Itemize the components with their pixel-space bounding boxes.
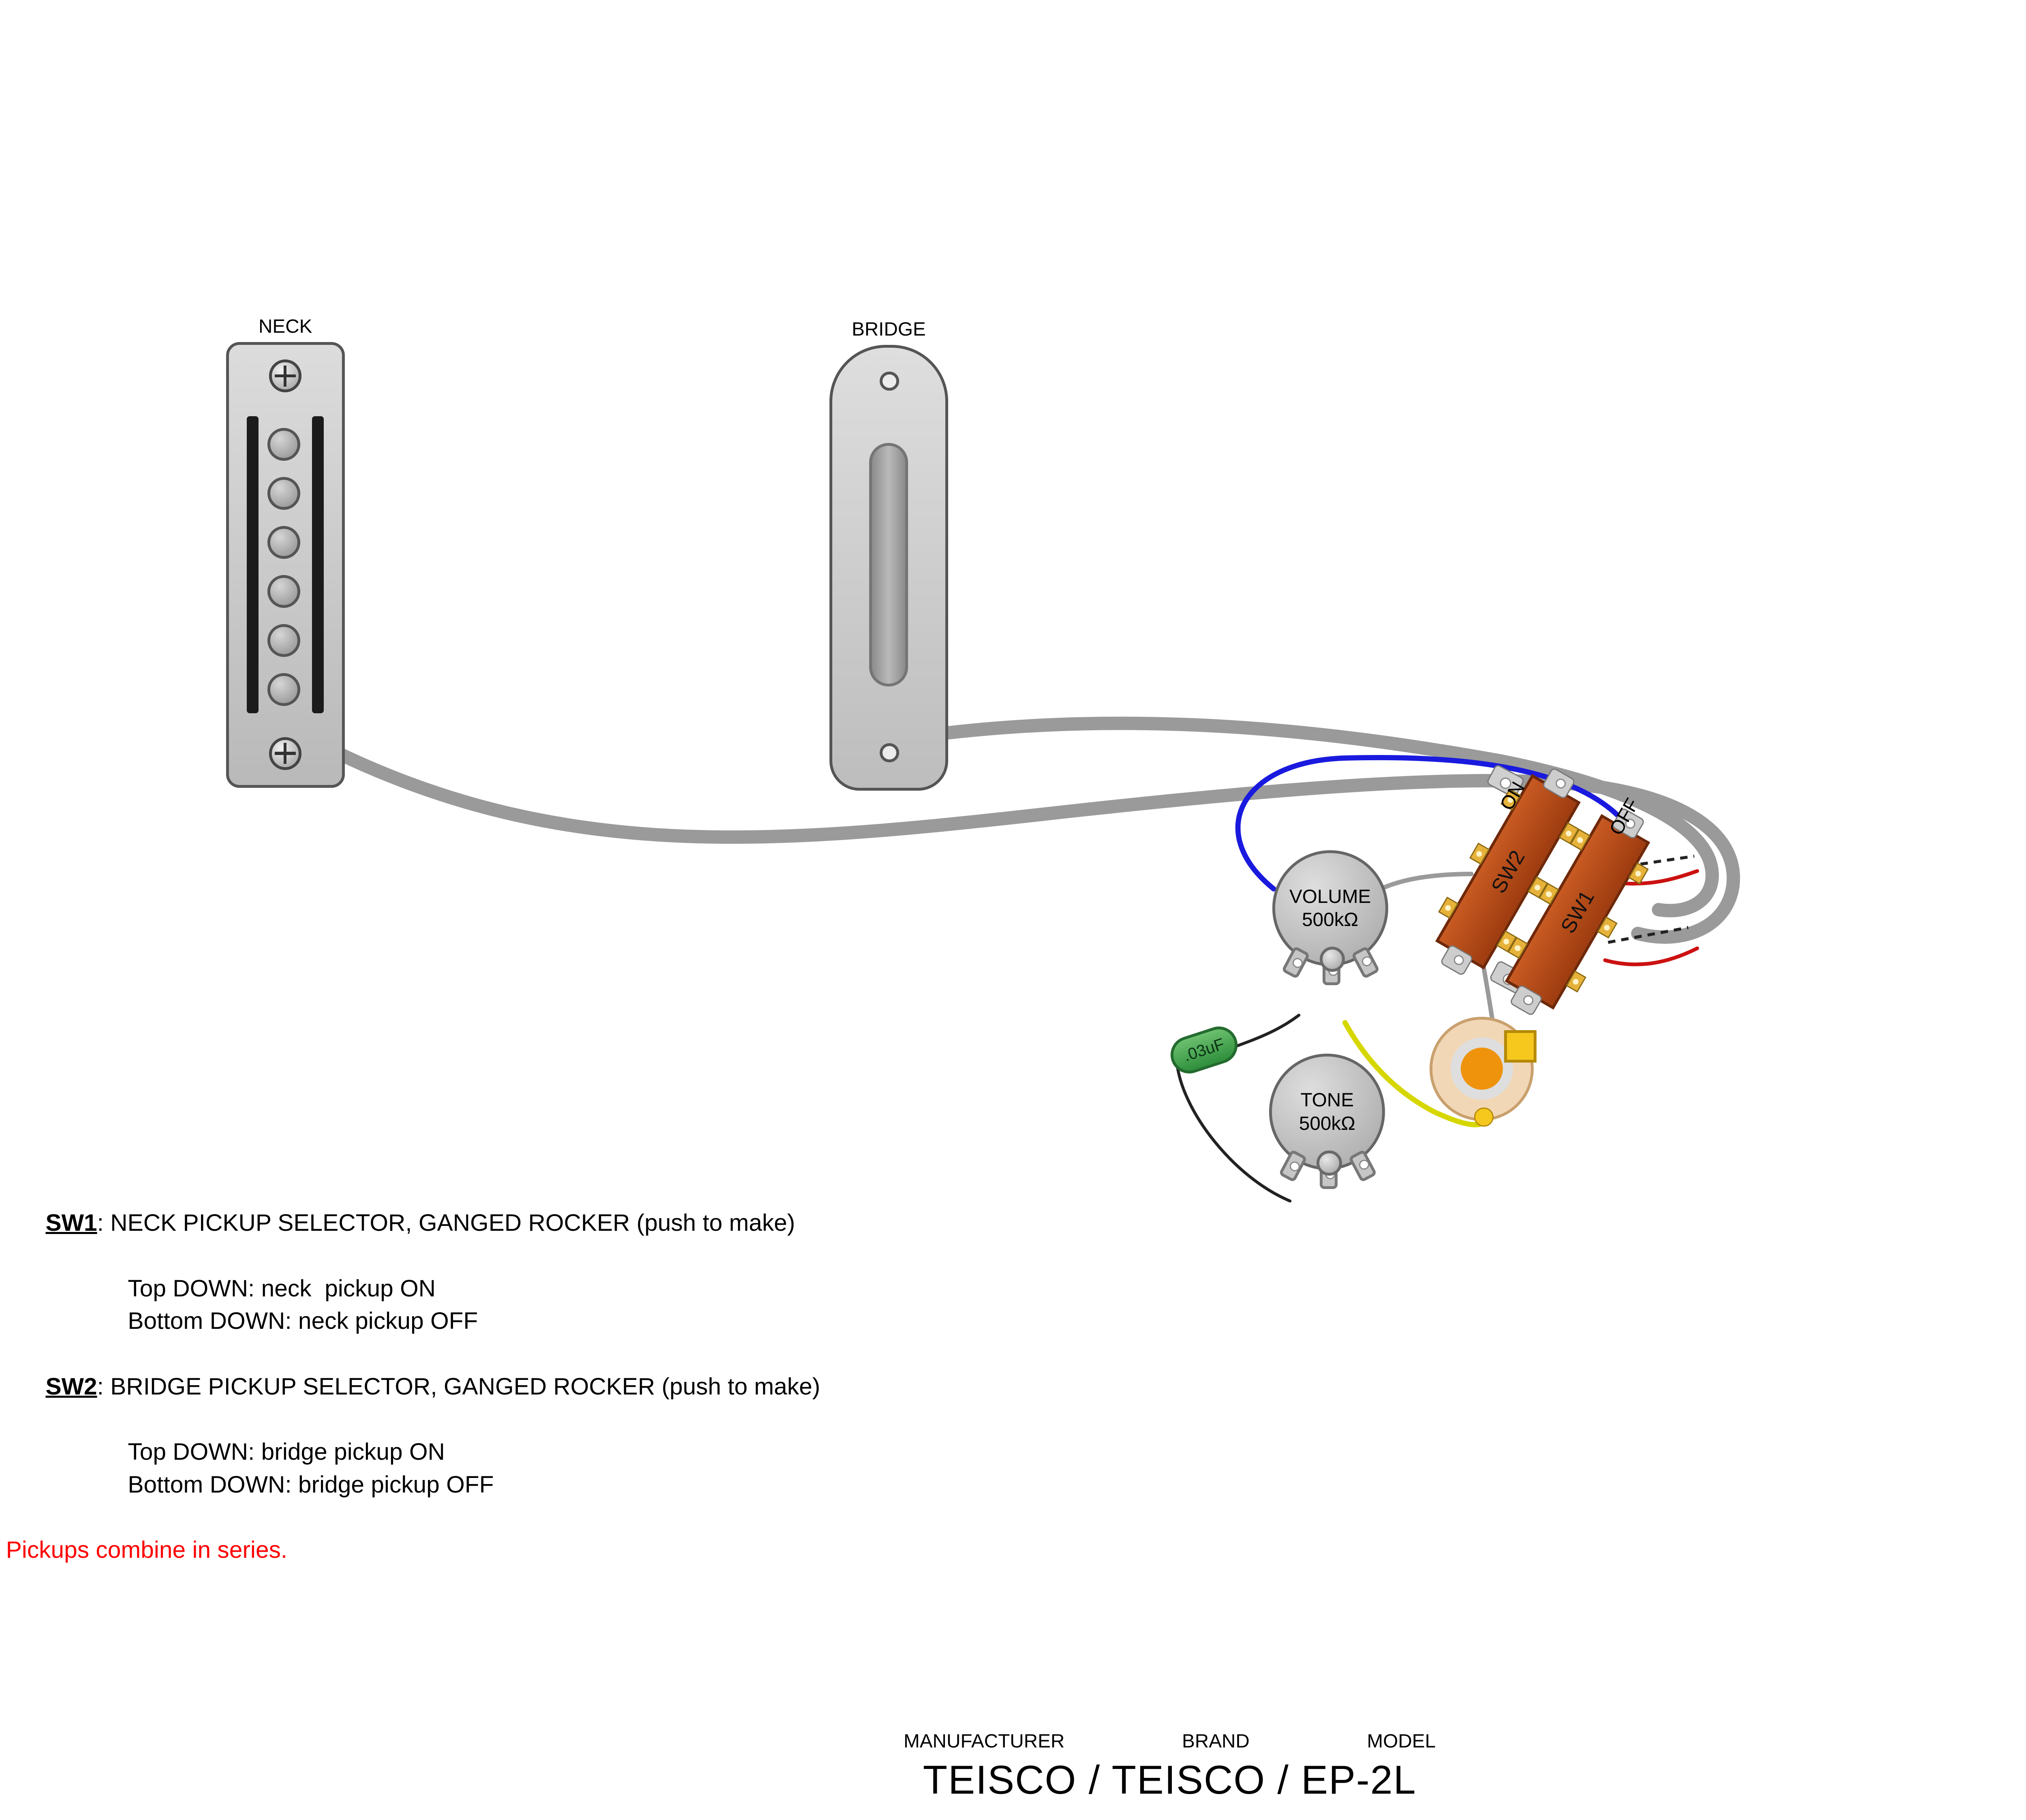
manufacturer-label: MANUFACTURER [904, 1730, 1065, 1752]
volume-pot[interactable]: VOLUME 500kΩ [1272, 850, 1388, 986]
bridge-cable-wire [941, 716, 1719, 917]
sw1-note-sub1: Top DOWN: neck pickup ON [128, 1275, 436, 1302]
model-label: MODEL [1367, 1730, 1436, 1752]
jack-lug [1504, 1030, 1537, 1063]
tone-pot-value: 500kΩ [1299, 1112, 1355, 1134]
switch-endplate [1541, 767, 1576, 800]
yellow-wire [1342, 1020, 1489, 1127]
jack-tip-lug [1474, 1107, 1494, 1127]
switch-notes: SW1: NECK PICKUP SELECTOR, GANGED ROCKER… [6, 1174, 987, 1567]
red-wire-2 [1603, 946, 1699, 967]
sw1-note: SW1: NECK PICKUP SELECTOR, GANGED ROCKER… [6, 1174, 987, 1273]
switch-endplate [1439, 943, 1474, 977]
pole-piece [267, 575, 300, 608]
neck-pickup-label: NECK [258, 315, 312, 337]
pot-shaft [1319, 947, 1345, 972]
pickup-rail [312, 416, 324, 714]
screw-icon [269, 737, 302, 770]
pickup-slot [869, 443, 908, 687]
sw1-note-sub2: Bottom DOWN: neck pickup OFF [128, 1308, 478, 1335]
output-jack [1430, 1016, 1537, 1127]
pole-piece [267, 428, 300, 461]
tone-pot[interactable]: TONE 500kΩ [1269, 1054, 1385, 1189]
volume-pot-value: 500kΩ [1302, 909, 1359, 930]
screw-icon [269, 359, 302, 392]
volume-pot-name: VOLUME [1289, 885, 1371, 907]
bridge-pickup-label: BRIDGE [851, 318, 926, 340]
pot-shaft [1316, 1150, 1342, 1176]
pole-piece [267, 526, 300, 559]
jack-ring [1450, 1037, 1513, 1100]
bridge-pickup [829, 344, 949, 791]
sw2-note-sub1: Top DOWN: bridge pickup ON [128, 1439, 445, 1465]
sw1-note-desc: : NECK PICKUP SELECTOR, GANGED ROCKER (p… [97, 1210, 795, 1236]
brand-label: BRAND [1182, 1730, 1250, 1752]
capacitor-value: .03uF [1181, 1035, 1227, 1065]
tone-pot-name: TONE [1300, 1089, 1354, 1111]
sw2-note-sub2: Bottom DOWN: bridge pickup OFF [128, 1471, 494, 1498]
footer-value: TEISCO / TEISCO / EP-2L [923, 1757, 1417, 1803]
cap-lead-bottom [1175, 1063, 1292, 1203]
cap-lead-top [1226, 1014, 1301, 1051]
footer-title-block: MANUFACTURER BRAND MODEL TEISCO / TEISCO… [889, 1730, 1450, 1803]
sw2-note-desc: : BRIDGE PICKUP SELECTOR, GANGED ROCKER … [97, 1373, 821, 1400]
sw2-note-label: SW2 [45, 1373, 97, 1400]
sw2-note: SW2: BRIDGE PICKUP SELECTOR, GANGED ROCK… [6, 1338, 987, 1436]
sw1-note-label: SW1 [45, 1210, 97, 1236]
sw1-label: SW1 [1556, 886, 1599, 937]
neck-pickup [226, 342, 345, 788]
series-note: Pickups combine in series. [6, 1537, 288, 1563]
mount-hole [879, 743, 899, 763]
neck-cable-wire [329, 745, 1740, 944]
footer-column-labels: MANUFACTURER BRAND MODEL [889, 1730, 1450, 1752]
pole-piece [267, 624, 300, 657]
switch-endplate [1509, 984, 1544, 1017]
pole-piece [267, 673, 300, 706]
red-wire-1 [1615, 869, 1699, 886]
sw2-label: SW2 [1486, 846, 1529, 897]
pickup-rail [246, 416, 259, 714]
mount-hole [879, 371, 899, 391]
dashed-wire-2 [1607, 926, 1689, 944]
pole-piece [267, 477, 300, 510]
